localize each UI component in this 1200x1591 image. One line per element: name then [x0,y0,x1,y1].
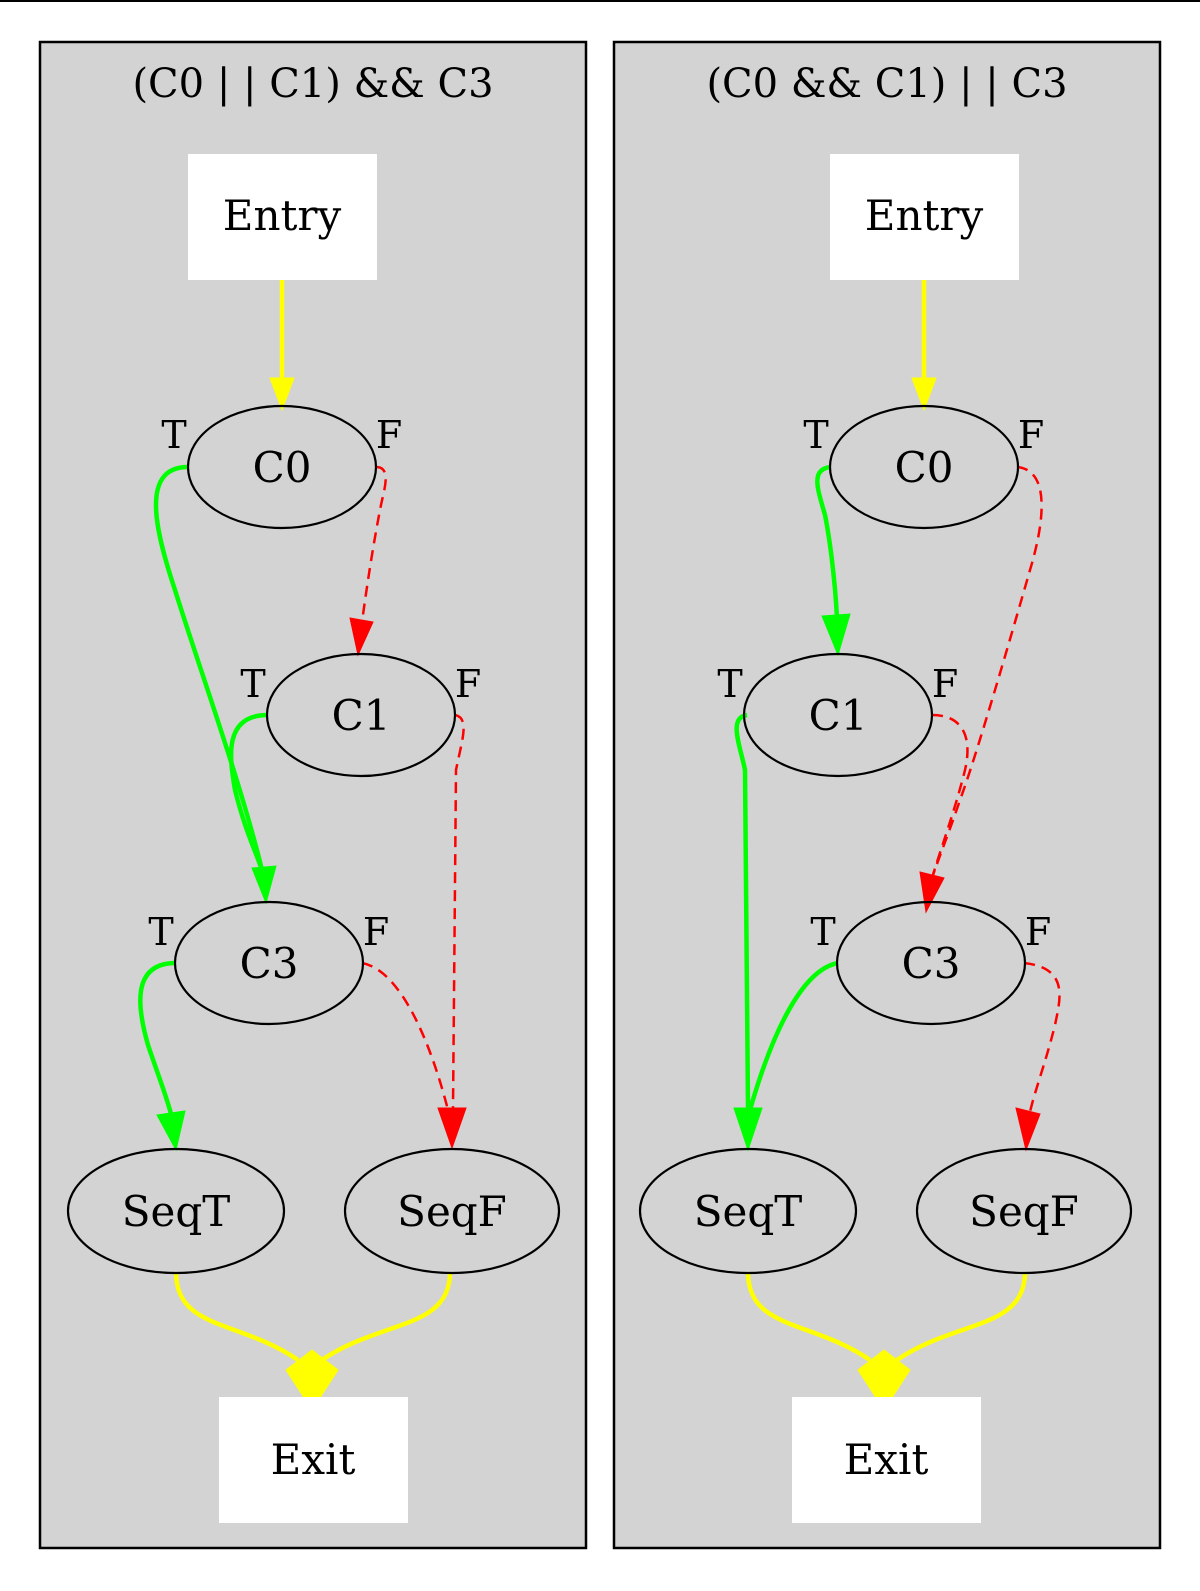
node-exit: Exit [219,1397,408,1523]
edge-c3-false-seqf [361,961,450,1111]
exit-box [792,1397,981,1523]
c0-label: C0 [253,443,312,492]
c1-ellipse [742,652,934,778]
c0-true-port: T [803,413,828,457]
arrowhead-entry-c0 [911,377,937,412]
node-seqt: SeqT [66,1147,286,1275]
arrowhead-c0-true-c3 [251,865,277,905]
arrowhead-c1-false-seqf [437,1107,467,1150]
c3-true-port: T [810,910,835,954]
exit-label: Exit [271,1435,356,1484]
arrowhead-c3-false-seqf [1015,1107,1041,1152]
arrowhead-seqf-exit [299,1349,339,1412]
c1-label: C1 [809,691,868,740]
seqt-label: SeqT [694,1187,803,1236]
c3-label: C3 [902,939,961,988]
entry-label: Entry [223,191,342,240]
entry-label: Entry [865,191,984,240]
edge-c0-true-c1 [815,464,840,619]
seqt-ellipse [638,1147,858,1275]
c3-ellipse [835,900,1027,1026]
cluster-left-frame [38,40,588,1550]
cluster-right-frame [612,40,1162,1550]
arrowhead-c0-true-c1 [821,613,851,657]
c3-true-port: T [148,910,173,954]
seqf-label: SeqF [397,1187,507,1236]
cluster-left-title: (C0 | | C1) && C3 [132,61,493,107]
entry-box [188,154,377,280]
seqf-ellipse [915,1147,1133,1275]
edge-c3-false-seqf [1023,961,1061,1113]
seqf-label: SeqF [969,1187,1079,1236]
c0-false-port: F [376,413,402,457]
edge-c0-true-c3 [153,464,265,871]
seqt-label: SeqT [122,1187,231,1236]
c0-ellipse [828,404,1020,530]
c3-false-port: F [363,910,389,954]
entry-box [830,154,1019,280]
arrowhead-c1-true-seqt [733,1107,763,1152]
node-seqf: SeqF [915,1147,1133,1275]
c3-false-port: F [1025,910,1051,954]
node-entry: Entry [830,154,1019,280]
edge-c1-false-seqf [451,713,465,1109]
edge-seqf-exit [320,1271,453,1362]
node-seqf: SeqF [343,1147,561,1275]
arrowhead-seqf-exit [871,1349,911,1412]
c3-label: C3 [240,939,299,988]
node-c0: C0 T F [803,404,1044,530]
node-entry: Entry [188,154,377,280]
node-c0: C0 T F [161,404,402,530]
arrowhead-entry-c0 [269,377,295,412]
node-c3: C3 T F [148,900,389,1026]
arrowhead-c0-false-c1 [349,617,374,657]
edge-c3-true-seqt [138,960,177,1119]
arrowhead-c3-true-seqt [156,1110,186,1152]
node-c3: C3 T F [810,900,1051,1026]
c1-true-port: T [240,662,265,706]
node-seqt: SeqT [638,1147,858,1275]
node-c1: C1 T F [717,652,958,778]
c0-ellipse [186,404,378,530]
c0-false-port: F [1018,413,1044,457]
c3-ellipse [173,900,365,1026]
edge-c1-false-c3 [930,713,969,879]
c1-true-port: T [717,662,742,706]
c0-label: C0 [895,443,954,492]
c1-label: C1 [332,691,391,740]
seqf-ellipse [343,1147,561,1275]
seqt-ellipse [66,1147,286,1275]
cluster-right: (C0 && C1) | | C3 Entry C0 T F [612,40,1162,1550]
edge-c1-true-seqt [734,712,751,1109]
c1-ellipse [265,652,457,778]
edge-seqt-exit [745,1271,872,1362]
top-border-line [0,0,1200,2]
edge-seqf-exit [895,1271,1028,1362]
c1-false-port: F [455,662,481,706]
edge-c1-true-c3 [228,712,269,871]
c0-true-port: T [161,413,186,457]
cluster-left: (C0 | | C1) && C3 Entry C0 T F [38,40,588,1550]
node-c1: C1 T F [240,652,481,778]
exit-box [219,1397,408,1523]
c1-false-port: F [932,662,958,706]
edge-c3-true-seqt [747,960,839,1111]
exit-label: Exit [844,1435,929,1484]
node-exit: Exit [792,1397,981,1523]
edge-seqt-exit [173,1271,300,1362]
cluster-right-title: (C0 && C1) | | C3 [706,61,1067,107]
